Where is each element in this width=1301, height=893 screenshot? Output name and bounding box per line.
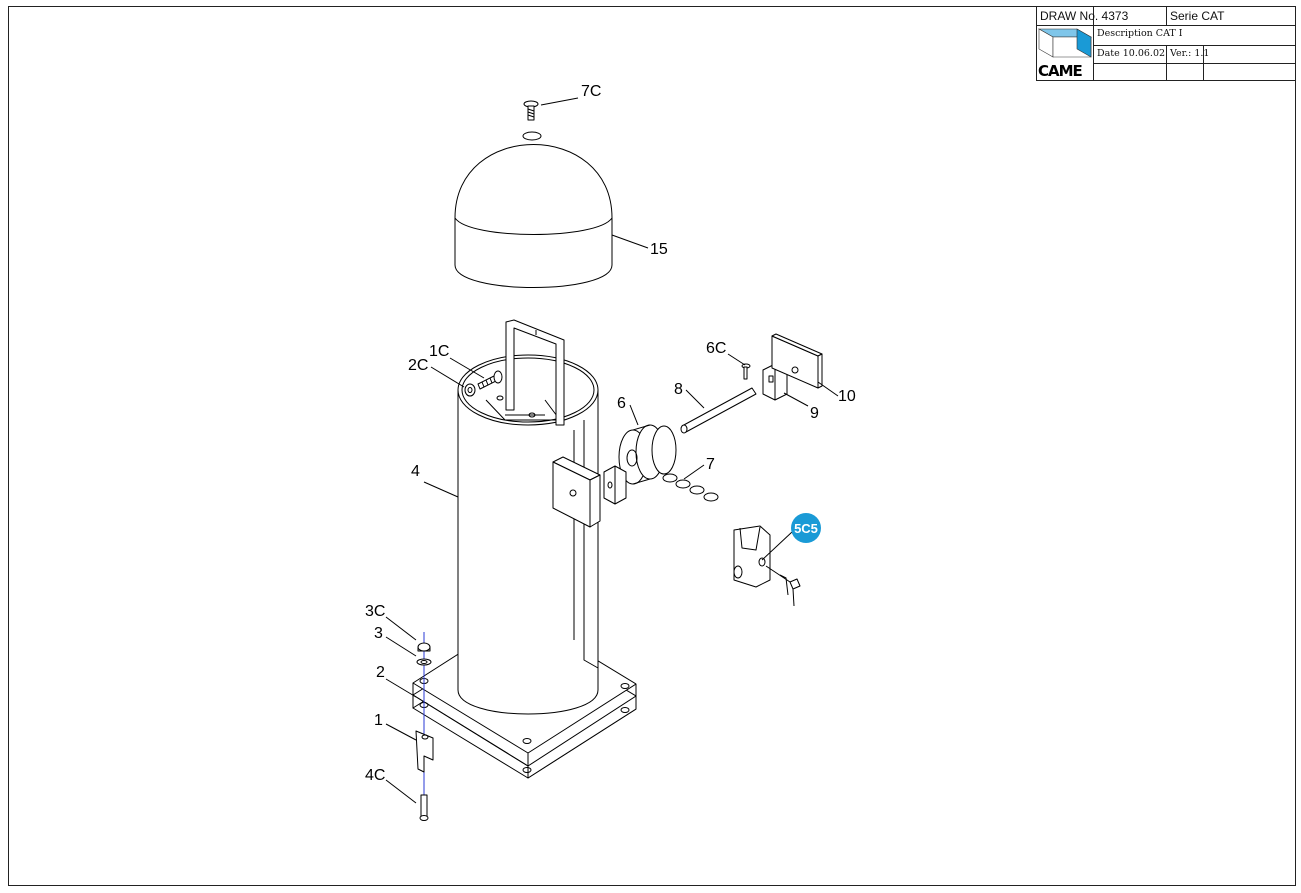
- screw-6c: [741, 363, 751, 380]
- logo-mark: [1037, 28, 1093, 58]
- part-label-8: 8: [674, 381, 683, 398]
- screw-7c: [523, 100, 539, 121]
- dome-cap: [454, 131, 613, 288]
- part-label-10: 10: [838, 388, 856, 405]
- callout-label: 5C5: [794, 521, 818, 536]
- lock-5c5: [733, 525, 801, 607]
- clamp-block: [603, 465, 627, 505]
- chain-7: [662, 473, 719, 502]
- part-label-1: 1: [374, 712, 383, 729]
- part-label-9: 9: [810, 405, 819, 422]
- title-block-empty-cell: [1167, 64, 1204, 80]
- part-label-2c: 2C: [408, 357, 428, 374]
- part-label-1c: 1C: [429, 343, 449, 360]
- title-block-empty-cell: [1094, 64, 1167, 80]
- part-label-2: 2: [376, 664, 385, 681]
- part-label-6c: 6C: [706, 340, 726, 357]
- logo-text: CAME: [1038, 62, 1083, 80]
- part-label-3: 3: [374, 625, 383, 642]
- plate-10: [771, 333, 823, 389]
- bolt-1c: [477, 370, 503, 390]
- leader-lines: [385, 97, 839, 804]
- title-block-empty-cell: [1204, 46, 1295, 64]
- description-label: Description CAT I: [1094, 26, 1295, 46]
- side-bracket: [552, 456, 601, 528]
- serie-label: Serie CAT: [1167, 7, 1295, 26]
- draw-number: DRAW No. 4373: [1037, 7, 1167, 26]
- washer-2c: [464, 383, 476, 397]
- anchor-assembly: [415, 632, 434, 821]
- post-cylinder: [457, 354, 599, 715]
- part-label-7: 7: [706, 456, 715, 473]
- callout-circle: [791, 513, 821, 543]
- drawing-frame: [8, 6, 1296, 886]
- version-label: Ver.: 1.1: [1167, 46, 1209, 64]
- pin-8: [680, 387, 757, 434]
- date-label: Date 10.06.02: [1094, 46, 1167, 64]
- callout-5c5[interactable]: 5C5: [791, 513, 821, 543]
- part-label-4: 4: [411, 463, 420, 480]
- title-block: CAME DRAW No. 4373 Serie CAT Description…: [1036, 6, 1296, 81]
- part-label-15: 15: [650, 241, 668, 258]
- came-logo: CAME: [1037, 7, 1094, 80]
- part-label-4c: 4C: [365, 767, 385, 784]
- part-label-3c: 3C: [365, 603, 385, 620]
- part-label-6: 6: [617, 395, 626, 412]
- top-handle: [505, 319, 565, 426]
- part-label-7c: 7C: [581, 83, 601, 100]
- pulley-6: [618, 424, 677, 485]
